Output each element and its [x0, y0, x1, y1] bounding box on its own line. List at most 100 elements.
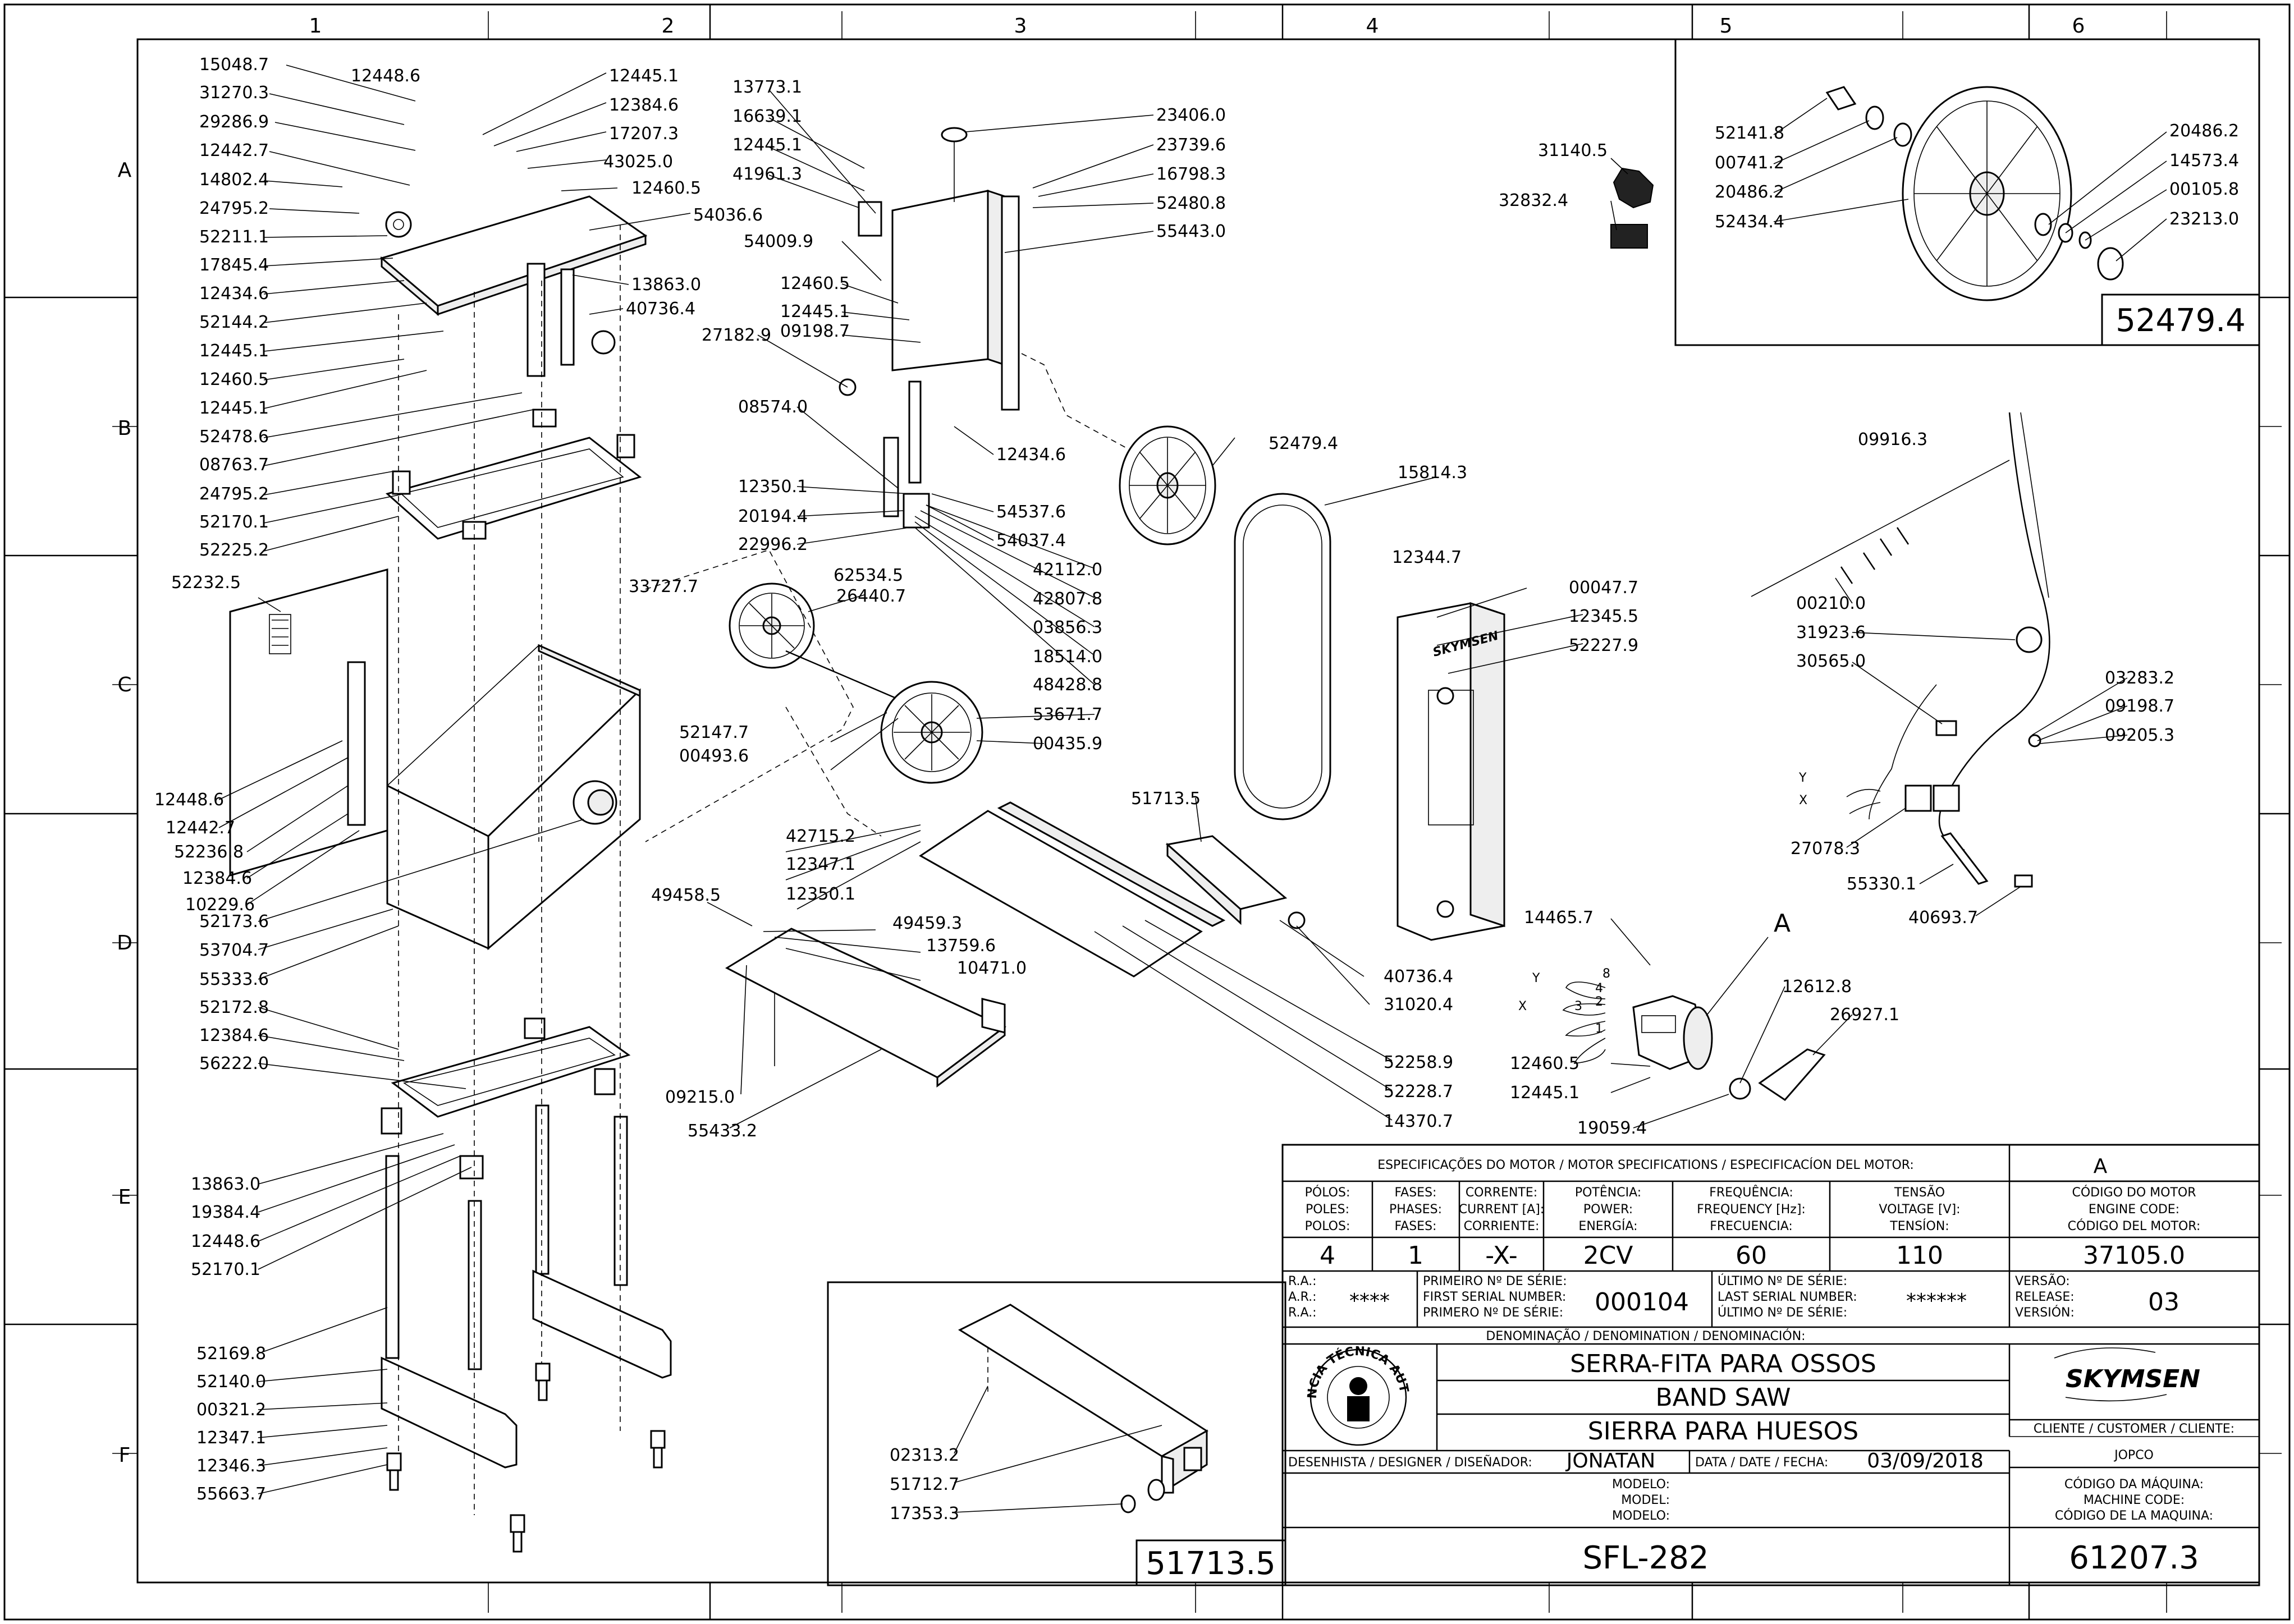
callout: 26927.1 — [1830, 1005, 1899, 1025]
svg-text:R.A.:: R.A.: — [1288, 1306, 1317, 1320]
callout: 03283.2 — [2105, 668, 2174, 688]
connector-plug — [1935, 720, 1957, 736]
callout: 10471.0 — [957, 958, 1027, 978]
callout: 12448.6 — [154, 790, 224, 810]
drive-belt — [1758, 1048, 1826, 1101]
customer-label: CLIENTE / CUSTOMER / CLIENTE: — [2034, 1422, 2235, 1436]
callout: 00210.0 — [1796, 594, 1866, 613]
svg-text:CÓDIGO DEL MOTOR:: CÓDIGO DEL MOTOR: — [2068, 1219, 2201, 1233]
callout: 52140.0 — [196, 1372, 266, 1392]
callout: 54037.4 — [996, 531, 1066, 550]
callout: 12345.5 — [1569, 607, 1638, 626]
callout: 12445.1 — [199, 398, 269, 418]
callout: 12445.1 — [199, 341, 269, 361]
grid-row-b: B — [118, 417, 132, 440]
spec-value-phases: 1 — [1408, 1241, 1423, 1270]
callout: 09916.3 — [1858, 430, 1927, 449]
svg-text:FASES:: FASES: — [1395, 1219, 1437, 1233]
callout: 12347.1 — [196, 1428, 266, 1448]
spec-col-power: POTÊNCIA: POWER: ENERGÍA: 2CV — [1575, 1185, 1641, 1270]
callout: 12448.6 — [191, 1232, 260, 1251]
callout: 13773.1 — [732, 77, 802, 97]
product-name-es: SIERRA PARA HUESOS — [1588, 1417, 1858, 1446]
blade-guide-post — [908, 380, 922, 484]
callout: 14573.4 — [2169, 151, 2239, 171]
callout: 42715.2 — [786, 827, 855, 846]
svg-text:FASES:: FASES: — [1395, 1186, 1437, 1200]
callout: 55433.2 — [688, 1121, 757, 1141]
callout: 24795.2 — [199, 199, 269, 218]
vent-grill — [269, 614, 291, 654]
spec-value-engine-code: 37105.0 — [2083, 1241, 2185, 1270]
callout: 62534.5 — [834, 566, 903, 585]
callout: 54537.6 — [996, 502, 1066, 522]
svg-text:ENERGÍA:: ENERGÍA: — [1578, 1219, 1637, 1233]
svg-text:FREQUÊNCIA:: FREQUÊNCIA: — [1709, 1185, 1793, 1200]
callout: 12350.1 — [738, 477, 808, 497]
callout: 08763.7 — [199, 455, 269, 475]
svg-text:POLOS:: POLOS: — [1305, 1219, 1350, 1233]
pulley-detail-code: 52479.4 — [2116, 302, 2246, 339]
spec-value-voltage: 110 — [1896, 1241, 1943, 1270]
callout: 52169.8 — [196, 1344, 266, 1364]
date-label: DATA / DATE / FECHA: — [1695, 1456, 1828, 1470]
callout: 30565.0 — [1796, 652, 1866, 671]
spec-col-engine-code: CÓDIGO DO MOTOR ENGINE CODE: CÓDIGO DEL … — [2068, 1185, 2201, 1270]
designer-label: DESENHISTA / DESIGNER / DISEÑADOR: — [1288, 1455, 1532, 1470]
grid-ruler — [4, 4, 2290, 1620]
callout: 56222.0 — [199, 1054, 269, 1074]
callout: 23213.0 — [2169, 209, 2239, 229]
callout: 12445.1 — [609, 66, 679, 86]
callout: 31270.3 — [199, 83, 269, 103]
grid-col-2: 2 — [662, 15, 675, 38]
product-name-pt: SERRA-FITA PARA OSSOS — [1570, 1350, 1876, 1378]
callout: 32832.4 — [1499, 191, 1568, 210]
svg-text:CÓDIGO DE LA MAQUINA:: CÓDIGO DE LA MAQUINA: — [2055, 1508, 2213, 1523]
callout: 00435.9 — [1033, 734, 1102, 754]
spec-col-current: CORRENTE: CURRENT [A]: CORRIENTE: -X- — [1459, 1186, 1544, 1270]
skymsen-logo: SKYMSEN — [2066, 1365, 2200, 1393]
callout: 52228.7 — [1384, 1082, 1453, 1102]
callout: 52478.6 — [199, 427, 269, 447]
grid-row-d: D — [117, 932, 132, 955]
spec-col-phases: FASES: PHASES: FASES: 1 — [1389, 1186, 1442, 1270]
saw-blade — [1234, 493, 1331, 820]
callout: 40736.4 — [1384, 967, 1453, 987]
callout: 12612.8 — [1782, 977, 1852, 997]
motor-wire-3: 3 — [1574, 999, 1582, 1013]
callout: 00047.7 — [1569, 578, 1638, 598]
callout: 31140.5 — [1538, 141, 1608, 160]
spec-value-current: -X- — [1485, 1241, 1518, 1270]
callout: 52141.8 — [1715, 123, 1784, 143]
power-switch — [2016, 626, 2043, 653]
callout: 52232.5 — [171, 573, 241, 593]
svg-text:POTÊNCIA:: POTÊNCIA: — [1575, 1185, 1641, 1200]
svg-text:TENSÃO: TENSÃO — [1894, 1185, 1945, 1200]
svg-text:FRECUENCIA:: FRECUENCIA: — [1710, 1219, 1793, 1233]
callout: 48428.8 — [1033, 675, 1102, 695]
callout: 10229.6 — [185, 895, 255, 915]
callout: 00321.2 — [196, 1400, 266, 1420]
svg-text:ÚLTIMO Nº DE SÉRIE:: ÚLTIMO Nº DE SÉRIE: — [1718, 1274, 1847, 1288]
callout: 19384.4 — [191, 1203, 260, 1222]
svg-text:POWER:: POWER: — [1583, 1203, 1633, 1217]
svg-text:VERSIÓN:: VERSIÓN: — [2015, 1305, 2075, 1320]
svg-text:MODELO:: MODELO: — [1612, 1478, 1670, 1492]
sheet-outer-border — [3, 3, 2291, 1621]
callout: 17207.3 — [609, 124, 679, 144]
svg-text:MACHINE CODE:: MACHINE CODE: — [2084, 1493, 2185, 1507]
upper-frame-tray — [385, 437, 642, 540]
callout: 12384.6 — [609, 95, 679, 115]
callout: 33727.7 — [629, 577, 698, 597]
callout: 42112.0 — [1033, 560, 1102, 580]
callout: 52225.2 — [199, 540, 269, 560]
grid-row-c: C — [117, 673, 131, 696]
foot-bar-left — [381, 1356, 518, 1469]
callout: 43025.0 — [603, 152, 673, 172]
grid-col-4: 4 — [1366, 15, 1379, 38]
callout: 12434.6 — [996, 445, 1066, 465]
grid-col-5: 5 — [1720, 15, 1733, 38]
wire-x-label: X — [1799, 793, 1807, 808]
fence-detail-code: 51713.5 — [1146, 1545, 1276, 1582]
